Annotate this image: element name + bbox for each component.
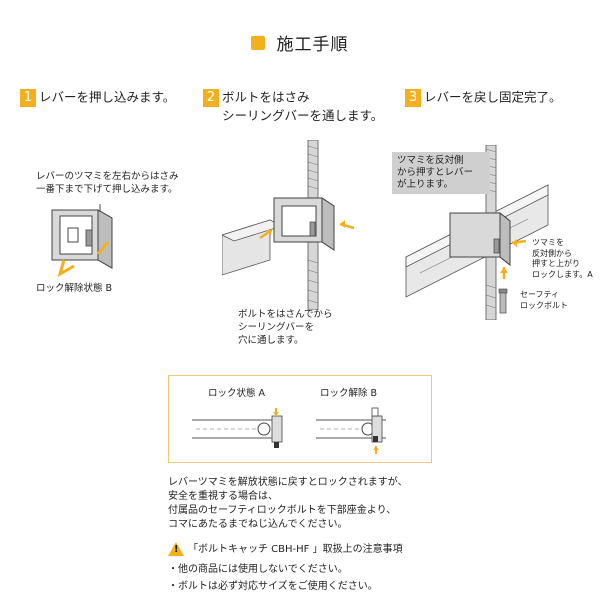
notes-line3: 付属品のセーフティロックボルトを下部座金より、 (168, 505, 397, 516)
notes-line1: レバーツマミを解放状態に戻すとロックされますが、 (168, 477, 408, 488)
side-note-line3: 押すと上がり (532, 259, 580, 268)
bolt-label-line1: セーフティ (520, 290, 560, 299)
warning-item-2: ・ボルトは必ず対応サイズをご使用ください。 (168, 581, 378, 592)
step-1-bracket-illustration (51, 204, 113, 278)
callout-line1: ツマミを反対側 (397, 155, 464, 166)
step-label: レバーを押し込みます。 (39, 89, 176, 105)
callout-line3: が上ります。 (397, 179, 454, 190)
lock-state-b-label: ロック解除 B (320, 388, 378, 399)
step-1-caption-line2: 一番下まで下げて押し込みます。 (36, 184, 178, 195)
step-3-side-note: ツマミを 反対側から 押すと上がり ロックします。A (532, 238, 593, 280)
step-2-bolt-illustration (222, 140, 355, 310)
bolt-label-line2: ロックボルト (520, 300, 568, 310)
step-number: 2 (203, 88, 219, 107)
step-label: レバーを戻し固定完了。 (424, 89, 562, 105)
lock-state-box (168, 375, 432, 463)
step-3-bolt-label: セーフティ ロックボルト (520, 290, 568, 311)
side-note-line4: ロックします。A (532, 269, 593, 279)
step-3-callout: ツマミを反対側 から押すとレバー が上ります。 (392, 152, 490, 194)
lock-state-a-label: ロック状態 A (208, 388, 266, 399)
lock-state-b-diagram (316, 407, 386, 454)
step-label: ボルトをはさみ (222, 89, 310, 105)
side-note-line2: 反対側から (532, 248, 572, 258)
step-number: 3 (405, 88, 421, 107)
page-title: 施工手順 (276, 35, 349, 55)
page-header: 施工手順 (0, 30, 600, 55)
callout-line2: から押すとレバー (397, 167, 474, 178)
notes-line2: 安全を重視する場合は、 (168, 491, 278, 502)
lock-state-a-diagram (192, 408, 283, 448)
warning-title: 「ボルトキャッチ CBH-HF 」取扱上の注意事項 (188, 544, 403, 555)
step-3-installed-illustration (405, 145, 549, 320)
warning-item-1: ・他の商品には使用しないでください。 (168, 564, 348, 575)
warning-icon: ! (168, 542, 184, 556)
step-2-caption-line3: 穴に通します。 (238, 335, 304, 346)
side-note-line1: ツマミを (532, 238, 564, 247)
step-1-state-label: ロック解除状態 B (36, 283, 113, 294)
title-marker-icon (251, 35, 266, 50)
step-1-caption-line1: レバーのツマミを左右からはさみ (36, 171, 179, 182)
step-number: 1 (20, 88, 36, 107)
notes-line4: コマにあたるまでねじ込んでください。 (168, 519, 348, 530)
step-2-caption-line1: ボルトをはさんでから (238, 309, 333, 320)
step-2-heading-line2: シーリングバーを通します。 (222, 108, 384, 123)
step-2-caption-line2: シーリングバーを (238, 322, 315, 333)
